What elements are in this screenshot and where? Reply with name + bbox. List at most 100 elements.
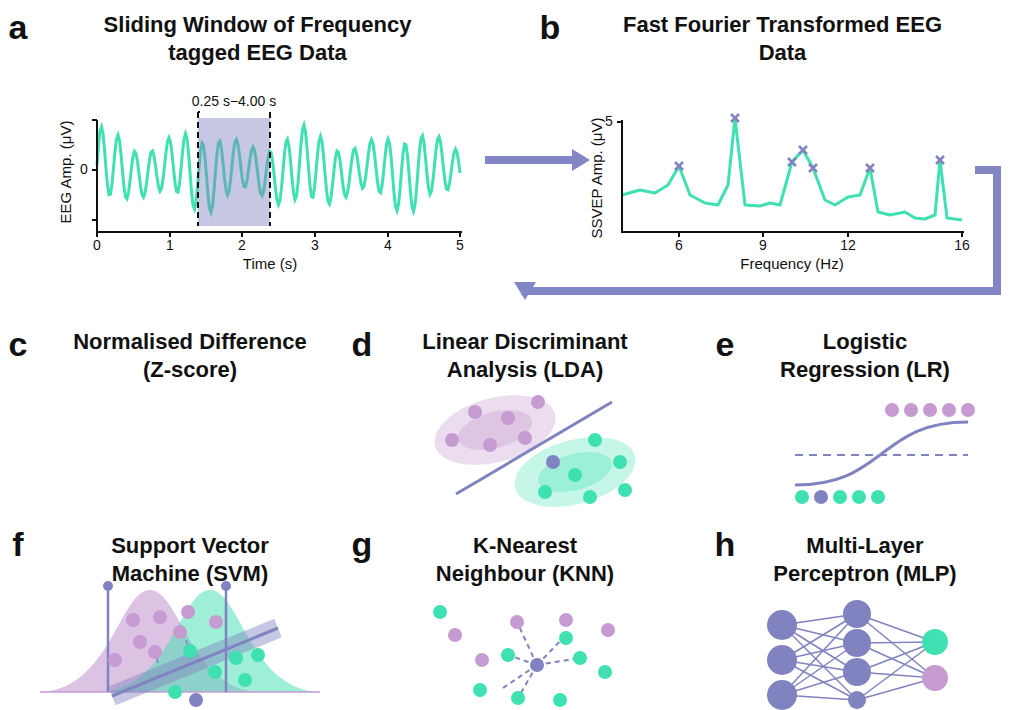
panel: Logistic Regression (LR) [720,300,1010,500]
data-point [568,468,582,482]
class-ellipse [534,445,617,499]
arrow-head [514,282,536,300]
data-point [573,651,587,665]
mlp-illustration [767,600,948,710]
spectrum-plot [617,114,964,237]
panel-title: Linear Discriminant Analysis (LDA) [380,328,670,384]
tick [241,232,243,237]
axis-label: 0.25 s−4.00 s [192,94,276,109]
axis-label: 2 [238,238,246,253]
data-point [961,403,975,417]
panel-title: Support Vector Machine (SVM) [88,532,293,588]
peak-marker [731,114,739,122]
peak-marker [788,158,796,166]
output-node [922,629,948,655]
sigmoid-curve [795,422,968,485]
mlp-node [767,600,871,710]
data-point [168,644,265,699]
data-point [795,490,809,504]
data-point [501,648,515,662]
panel-title: Normalised Difference (Z-score) [65,328,315,384]
panel: Support Vector Machine (SVM) [30,520,350,708]
data-point [618,483,632,497]
tick [847,232,849,237]
data-point [133,635,147,649]
tick [96,232,98,237]
panel-letter: c [9,326,28,363]
axis-label: Frequency (Hz) [740,256,843,273]
axis [96,231,462,233]
axis-label: 5 [605,114,613,129]
window-bracket [198,111,200,113]
axis-title: SSVEP Amp. (μV) [589,118,606,239]
data-point [153,610,167,624]
data-point [208,665,222,679]
lda-illustration [427,383,643,519]
tick [617,121,622,123]
tick [314,232,316,237]
data-point [433,605,447,619]
data-point [559,613,573,627]
panel-title: Sliding Window of Frequency tagged EEG D… [93,11,423,67]
window-edge [197,112,199,226]
panel-letter: a [9,9,28,46]
data-point [445,395,545,452]
class-ellipse [507,425,643,519]
data-point [168,685,182,699]
eeg-wave [97,125,460,212]
axis-label: 6 [675,238,683,253]
panel-letter: f [12,526,23,563]
data-point [433,605,612,707]
mlp-node [767,610,797,640]
peak-marker [809,164,817,172]
axis [96,120,98,232]
axis-label: 5 [456,238,464,253]
mlp-node [848,691,866,709]
panel-letter: b [540,9,561,46]
panel-title: Multi-Layer Perceptron (MLP) [755,532,975,588]
logistic-illustration [795,403,975,504]
tick [762,232,764,237]
data-point [559,631,573,645]
margin-band [112,628,278,696]
panel-letter: g [352,526,373,563]
data-point [183,644,197,658]
data-point [588,433,602,447]
svm-illustration [108,605,278,707]
data-point [871,490,885,504]
tick [92,219,97,221]
neighbour-link [500,622,580,698]
tick [387,232,389,237]
tick [92,119,97,121]
panel: Normalised Difference (Z-score) [30,300,350,500]
data-point [229,651,243,665]
data-point [473,683,487,697]
data-point [904,403,918,417]
data-point [531,395,545,409]
panel: K-Nearest Neighbour (KNN) [375,520,675,708]
data-point [448,628,462,642]
spectrum-line [622,118,962,220]
peak-marker [866,164,874,172]
axis-label: 4 [384,238,392,253]
data-point [510,615,524,629]
axis-label: 0 [80,162,88,177]
tick [169,232,171,237]
tick [617,122,962,237]
data-point [885,403,975,417]
axis-label: 1 [166,238,174,253]
panel: Linear Discriminant Analysis (LDA) [375,300,675,500]
panel: Fast Fourier Transformed EEG Data [590,5,975,285]
data-point [468,405,482,419]
data-point [885,403,899,417]
window-edge [269,112,271,226]
data-point [583,490,597,504]
tick [961,232,963,237]
data-point [238,673,252,687]
axis-label: 16 [954,238,970,253]
data-point [209,615,223,629]
data-point [553,693,567,707]
mlp-node [767,680,797,710]
